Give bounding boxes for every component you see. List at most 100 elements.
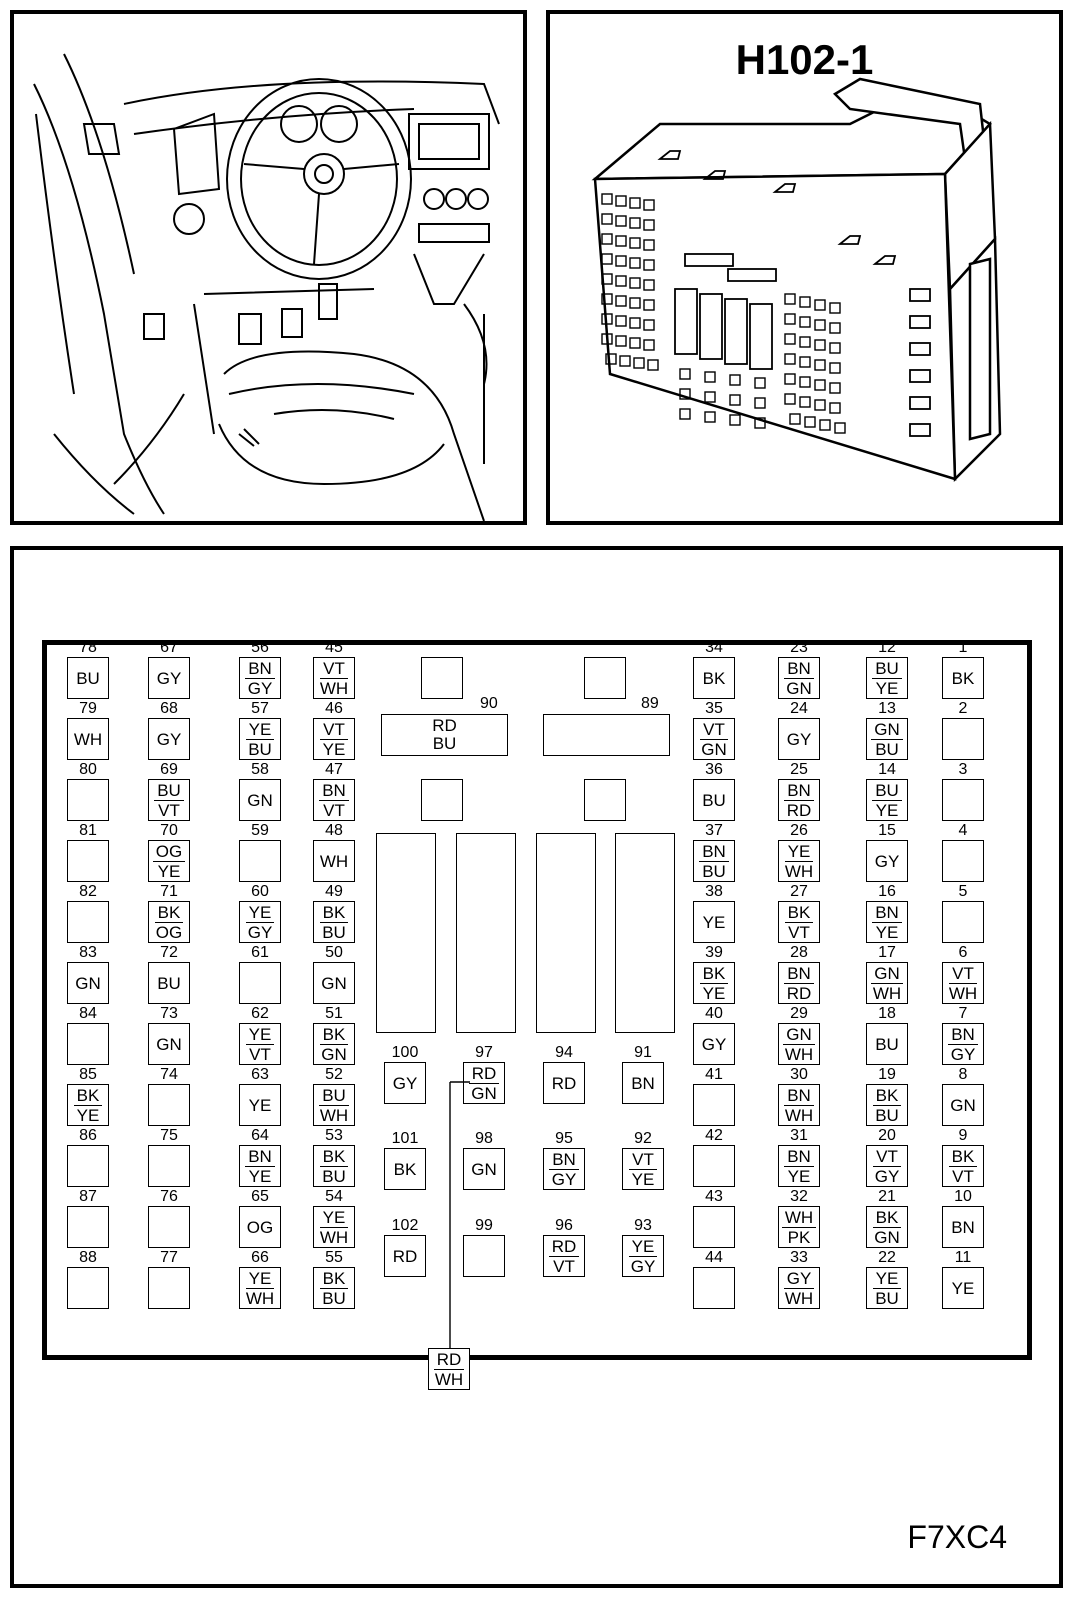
wire-color-box: GN: [942, 1084, 984, 1126]
pin-77: 77: [148, 1250, 190, 1309]
wire-color-1: GY: [874, 851, 900, 871]
pin-number: 10: [954, 1188, 972, 1205]
pin-number: 5: [958, 883, 968, 900]
wire-color-box: GN: [239, 779, 281, 821]
wire-color-1: BN: [784, 1086, 814, 1106]
wire-color-1: BK: [948, 1147, 978, 1167]
wire-color-2: GY: [247, 922, 273, 942]
pin-3: 3: [942, 761, 984, 821]
pin-84: 84: [67, 1006, 109, 1065]
wire-color-box: GY: [866, 840, 908, 882]
wire-color-2: RD: [786, 800, 812, 820]
pin-number: 70: [160, 822, 178, 839]
wire-color-box: GY: [148, 657, 190, 699]
pin-number: 88: [79, 1249, 97, 1266]
wire-color-2: WH: [872, 983, 902, 1003]
pin-number: 28: [790, 944, 808, 961]
wire-color-1: GY: [156, 668, 182, 688]
wire-color-2: WH: [319, 1227, 349, 1247]
pin-number: 99: [475, 1217, 493, 1234]
wire-color-2: GN: [471, 1083, 497, 1103]
wire-color-2: WH: [319, 678, 349, 698]
empty-cavity: [942, 779, 984, 821]
wire-color-2: WH: [948, 983, 978, 1003]
pin-44: 44: [693, 1250, 735, 1309]
pin-number: 97: [475, 1044, 493, 1061]
pin-number: 14: [878, 761, 896, 778]
pin-number: 38: [705, 883, 723, 900]
wire-color-1: BU: [76, 668, 100, 688]
pin-number: 3: [958, 761, 968, 778]
empty-cavity: [148, 1145, 190, 1187]
wire-color-1: BU: [872, 659, 902, 679]
tall-slot: [456, 833, 516, 1033]
wire-color-box: BK: [942, 657, 984, 699]
wire-color-1: VT: [949, 964, 977, 984]
pin-number: 25: [790, 761, 808, 778]
pin-number: 67: [160, 639, 178, 656]
pin-number: 15: [878, 822, 896, 839]
wire-color-2: BU: [322, 922, 346, 942]
pin-76: 76: [148, 1189, 190, 1248]
wire-color-2: BU: [875, 1105, 899, 1125]
wire-color-2: GN: [701, 739, 727, 759]
wire-color-1: VT: [629, 1150, 657, 1170]
wire-color-1: BN: [872, 903, 902, 923]
pin-number: 81: [79, 822, 97, 839]
pin-number: 49: [325, 883, 343, 900]
wire-color-2: BU: [875, 739, 899, 759]
wire-color-box: RD: [543, 1062, 585, 1104]
square-cavity: [584, 657, 626, 699]
empty-cavity: [67, 1206, 109, 1248]
pin-number: 72: [160, 944, 178, 961]
pin-number: 53: [325, 1127, 343, 1144]
pin-number: 66: [251, 1249, 269, 1266]
wire-color-box: GN: [463, 1148, 505, 1190]
wire-color-1: VT: [700, 720, 728, 740]
wire-color-1: RD: [548, 1237, 580, 1257]
wire-color-1: GN: [471, 1159, 497, 1179]
wire-color-1: GY: [786, 729, 812, 749]
wire-color-box: YE: [239, 1084, 281, 1126]
wire-color-box: GN: [67, 962, 109, 1004]
pin-number: 95: [555, 1130, 573, 1147]
pin-number: 37: [705, 822, 723, 839]
wire-color-2: VT: [158, 800, 180, 820]
square-cavity: [584, 779, 626, 821]
wire-color-1: BU: [319, 1086, 349, 1106]
wire-color-1: BN: [631, 1073, 655, 1093]
pin-number: 61: [251, 944, 269, 961]
pin-number: 64: [251, 1127, 269, 1144]
dashboard-line-drawing: [33, 53, 500, 521]
wire-color-2: GN: [321, 1044, 347, 1064]
wire-color-1: YE: [248, 1095, 272, 1115]
